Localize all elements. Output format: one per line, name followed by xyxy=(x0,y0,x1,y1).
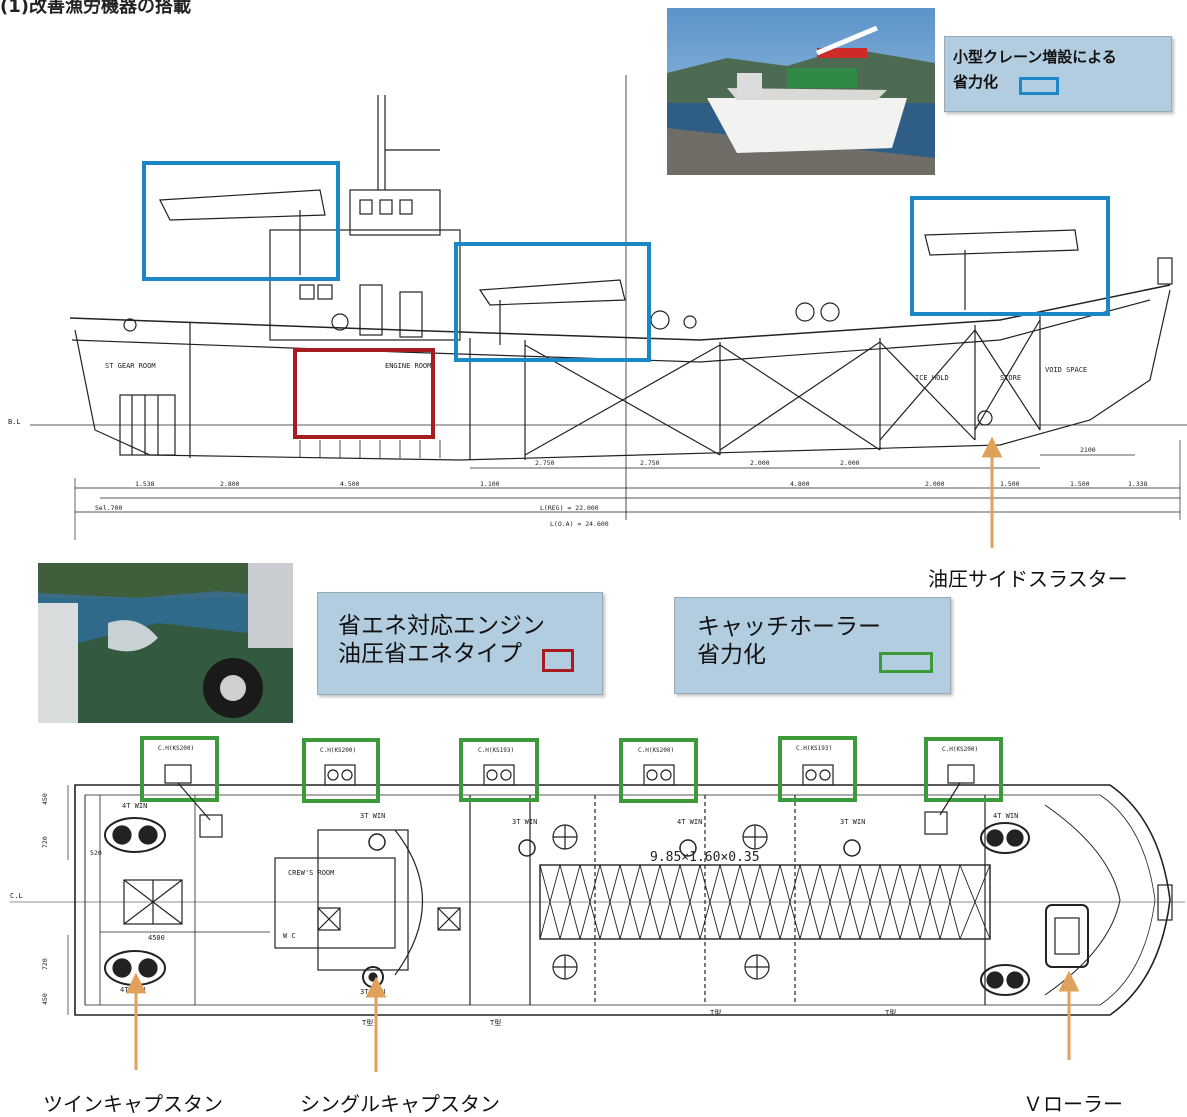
svg-text:T型: T型 xyxy=(710,1008,721,1017)
svg-text:2.800: 2.800 xyxy=(220,480,240,488)
svg-text:2.750: 2.750 xyxy=(640,459,660,467)
hauler-code-4: C.H(KS200) xyxy=(638,747,674,754)
svg-text:1.100: 1.100 xyxy=(480,480,500,488)
svg-text:720: 720 xyxy=(41,958,49,970)
legend-crane-swatch xyxy=(1019,77,1059,95)
callout-single-capstan: シングルキャプスタン xyxy=(300,1092,500,1116)
ice-hold-label: ICE HOLD xyxy=(915,374,949,382)
plan-view-drawing: C.H(KS200) C.H(KS200) C.H(KS193) C.H(KS2… xyxy=(10,736,1185,1027)
dim-loa: L(O.A) = 24.600 xyxy=(550,520,609,528)
store-label: STORE xyxy=(1000,374,1021,382)
deck-photo xyxy=(38,563,293,723)
legend-hauler-line1: キャッチホーラー xyxy=(697,614,881,640)
legend-engine-line2: 油圧省エネタイプ xyxy=(338,641,522,667)
svg-text:1.338: 1.338 xyxy=(1128,480,1148,488)
dim-sel: Sel.700 xyxy=(95,504,122,512)
dim-4500: 4500 xyxy=(148,934,165,942)
hauler-box-4 xyxy=(619,738,698,803)
svg-text:3T WIN: 3T WIN xyxy=(360,988,385,996)
crane-box-2 xyxy=(454,242,651,362)
hauler-code-5: C.H(KS193) xyxy=(796,745,832,752)
svg-text:2.000: 2.000 xyxy=(925,480,945,488)
svg-text:3T WIN: 3T WIN xyxy=(360,812,385,820)
svg-text:4T WIN: 4T WIN xyxy=(120,986,145,994)
hauler-code-3: C.H(KS193) xyxy=(478,747,514,754)
svg-text:2.000: 2.000 xyxy=(750,459,770,467)
legend-engine-swatch xyxy=(542,649,574,672)
hauler-code-1: C.H(KS200) xyxy=(158,745,194,752)
legend-hauler: キャッチホーラー 省力化 xyxy=(674,597,951,694)
svg-text:4T WIN: 4T WIN xyxy=(677,818,702,826)
hatch-dim: 9.85×1.60×0.35 xyxy=(650,850,760,865)
legend-hauler-line2: 省力化 xyxy=(697,642,766,668)
hauler-box-1 xyxy=(140,736,219,802)
gear-room-label: ST GEAR ROOM xyxy=(105,362,156,370)
crane-vessel-photo xyxy=(667,8,935,175)
legend-engine-line1: 省エネ対応エンジン xyxy=(338,613,545,639)
svg-text:2.750: 2.750 xyxy=(535,459,555,467)
legend-crane-line2: 省力化 xyxy=(953,73,999,91)
hauler-box-2 xyxy=(302,738,380,803)
cl-label: C.L xyxy=(10,892,23,900)
svg-text:T型: T型 xyxy=(362,1018,373,1027)
hauler-box-6 xyxy=(924,737,1003,802)
svg-text:4.500: 4.500 xyxy=(340,480,360,488)
wc-label: W C xyxy=(283,932,296,940)
legend-crane-line1: 小型クレーン増設による xyxy=(953,48,1117,66)
hauler-box-5 xyxy=(778,736,857,802)
svg-text:520: 520 xyxy=(90,849,102,857)
svg-text:450: 450 xyxy=(41,793,49,805)
bl-label: B.L xyxy=(8,418,21,426)
svg-text:3T WIN: 3T WIN xyxy=(512,818,537,826)
svg-text:1.500: 1.500 xyxy=(1000,480,1020,488)
page-title: (1)改善漁労機器の搭載 xyxy=(0,0,191,17)
crane-box-1 xyxy=(142,161,340,281)
engine-room-label: ENGINE ROOM xyxy=(385,362,431,370)
svg-text:T型: T型 xyxy=(490,1018,501,1027)
dim-lreg: L(REG) = 22.000 xyxy=(540,504,599,512)
hauler-code-2: C.H(KS200) xyxy=(320,747,356,754)
svg-text:3T WIN: 3T WIN xyxy=(840,818,865,826)
hauler-box-3 xyxy=(459,738,539,802)
svg-text:450: 450 xyxy=(41,993,49,1005)
legend-engine: 省エネ対応エンジン 油圧省エネタイプ xyxy=(317,592,603,695)
legend-crane: 小型クレーン増設による 省力化 xyxy=(944,36,1172,112)
engine-box xyxy=(293,348,435,439)
svg-text:2.000: 2.000 xyxy=(840,459,860,467)
svg-text:4.800: 4.800 xyxy=(790,480,810,488)
void-space-label: VOID SPACE xyxy=(1045,366,1087,374)
hauler-code-6: C.H(KS200) xyxy=(942,746,978,753)
svg-text:2100: 2100 xyxy=(1080,446,1096,454)
svg-text:1.500: 1.500 xyxy=(1070,480,1090,488)
callout-v-roller: Ｖローラー xyxy=(1023,1092,1123,1116)
crane-box-3 xyxy=(910,196,1110,316)
callout-side-thruster: 油圧サイドスラスター xyxy=(928,567,1128,591)
svg-text:4T WIN: 4T WIN xyxy=(122,802,147,810)
crew-room-label: CREW'S ROOM xyxy=(288,869,334,877)
svg-text:T型: T型 xyxy=(885,1008,896,1017)
callout-twin-capstan: ツインキャプスタン xyxy=(43,1092,223,1116)
svg-text:720: 720 xyxy=(41,836,49,848)
svg-text:4T WIN: 4T WIN xyxy=(993,812,1018,820)
svg-text:1.538: 1.538 xyxy=(135,480,155,488)
legend-hauler-swatch xyxy=(879,652,933,673)
side-elevation-drawing: B.L ENGINE ROOM ICE HOLD STORE VOID SPAC… xyxy=(8,75,1187,540)
